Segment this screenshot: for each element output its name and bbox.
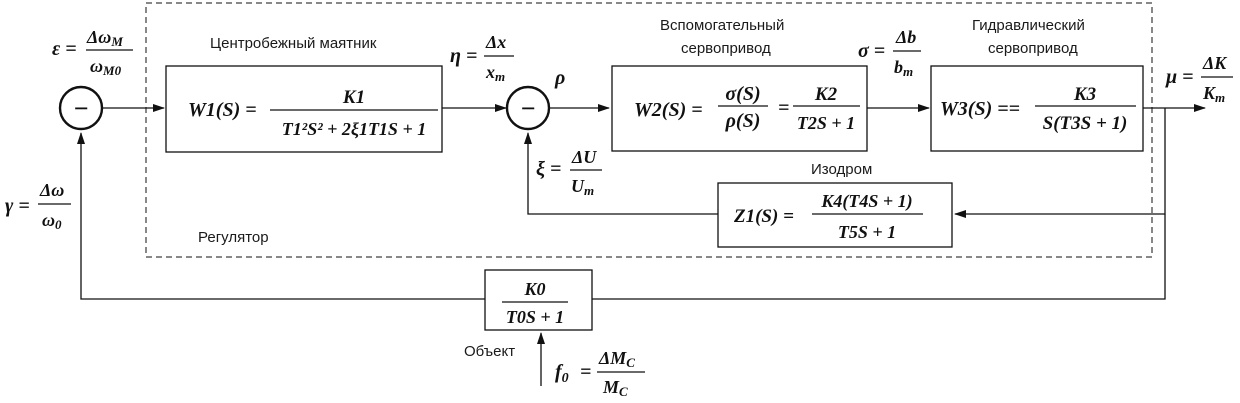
- svg-text:ω0: ω0: [42, 210, 62, 232]
- svg-text:μ =: μ =: [1165, 66, 1194, 88]
- signal-gamma: γ = Δω ω0: [5, 180, 71, 232]
- wire-main-feedback-out: [77, 132, 485, 300]
- label-aux-servo-1: Вспомогательный: [660, 17, 784, 34]
- svg-text:Δω: Δω: [39, 180, 64, 200]
- svg-text:γ =: γ =: [5, 195, 30, 217]
- wire-isodrome-feedback-out: [524, 132, 718, 215]
- label-centrifugal-pendulum: Центробежный маятник: [210, 35, 377, 52]
- svg-text:ΔK: ΔK: [1202, 53, 1228, 73]
- svg-text:ΔωM: ΔωM: [86, 27, 123, 49]
- svg-text:Δb: Δb: [895, 27, 916, 47]
- z1-denominator: T5S + 1: [838, 222, 896, 242]
- signal-rho: ρ: [554, 67, 565, 89]
- svg-text:σ =: σ =: [858, 40, 885, 62]
- w2-den-a: ρ(S): [725, 110, 761, 132]
- svg-text:MC: MC: [602, 377, 628, 399]
- signal-xi: ξ = ΔU Um: [536, 147, 602, 198]
- w2-denominator: T2S + 1: [797, 113, 855, 133]
- svg-text:ξ =: ξ =: [536, 158, 561, 180]
- label-isodrome: Изодром: [811, 161, 872, 178]
- z1-numerator: K4(T4S + 1): [820, 191, 912, 212]
- signal-eta: η = Δx xm: [450, 32, 514, 84]
- block-object: K0 T0S + 1: [484, 269, 593, 331]
- w1-numerator: K1: [342, 87, 365, 108]
- summing-junction-1: −: [58, 85, 104, 131]
- label-hyd-servo-2: сервопривод: [988, 40, 1078, 57]
- label-regulator: Регулятор: [198, 229, 269, 246]
- w2-num-a: σ(S): [725, 83, 760, 105]
- summing-junction-2: −: [505, 85, 551, 131]
- w1-lhs: W1(S) =: [188, 99, 257, 121]
- signal-f0: f0 = ΔMC MC: [555, 348, 645, 399]
- svg-text:ΔMC: ΔMC: [598, 348, 635, 370]
- svg-text:Km: Km: [1202, 83, 1225, 105]
- svg-text:Um: Um: [571, 176, 594, 198]
- label-object: Объект: [464, 343, 515, 360]
- w1-denominator: T1²S² + 2ξ1T1S + 1: [282, 119, 426, 140]
- block-z1: Z1(S) = K4(T4S + 1) T5S + 1: [717, 182, 953, 248]
- svg-text:Δx: Δx: [485, 32, 506, 52]
- svg-text:f0: f0: [555, 361, 569, 386]
- svg-text:η =: η =: [450, 45, 477, 67]
- obj-denominator: T0S + 1: [506, 307, 564, 327]
- w2-lhs: W2(S) =: [634, 99, 703, 121]
- block-w2: W2(S) = σ(S) ρ(S) = K2 T2S + 1: [611, 65, 868, 152]
- w3-denominator: S(T3S + 1): [1043, 113, 1128, 134]
- z1-lhs: Z1(S) =: [733, 206, 794, 227]
- obj-numerator: K0: [523, 279, 545, 299]
- svg-text:=: =: [580, 361, 591, 383]
- w3-numerator: K3: [1073, 84, 1096, 105]
- signal-mu: μ = ΔK Km: [1165, 53, 1233, 105]
- minus-sign-2: −: [520, 94, 536, 123]
- svg-text:ΔU: ΔU: [571, 147, 597, 167]
- svg-text:xm: xm: [485, 62, 505, 84]
- block-w1: W1(S) = K1 T1²S² + 2ξ1T1S + 1: [165, 65, 443, 153]
- signal-epsilon: ε = ΔωM ωM0: [52, 27, 133, 78]
- block-w3: W3(S) == K3 S(T3S + 1): [930, 65, 1144, 152]
- svg-text:=: =: [778, 97, 789, 119]
- w3-lhs: W3(S) ==: [940, 98, 1020, 120]
- minus-sign-1: −: [73, 94, 89, 123]
- regulator-frame: [145, 2, 1153, 258]
- svg-text:bm: bm: [894, 57, 913, 79]
- svg-text:ωM0: ωM0: [90, 56, 122, 78]
- label-aux-servo-2: сервопривод: [681, 40, 771, 57]
- w2-numerator: K2: [814, 84, 838, 105]
- svg-text:ε =: ε =: [52, 38, 77, 60]
- wire-main-feedback-in: [592, 214, 1166, 300]
- signal-sigma: σ = Δb bm: [858, 27, 921, 79]
- label-hyd-servo-1: Гидравлический: [972, 17, 1085, 34]
